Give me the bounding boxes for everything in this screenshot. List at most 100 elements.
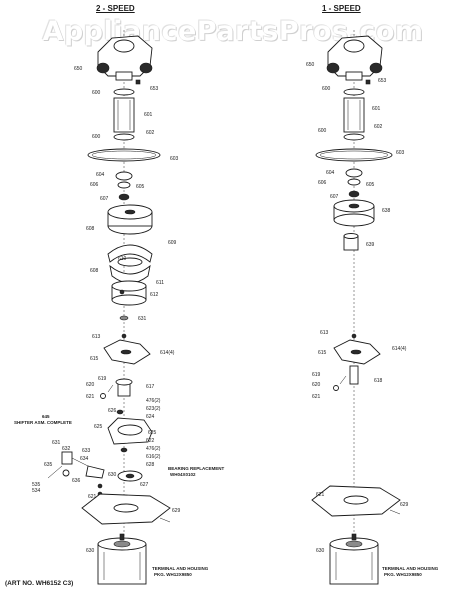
left-clutch-drum-608 (107, 204, 153, 235)
callout-606: 606 (90, 182, 99, 188)
left-belt-603 (87, 148, 161, 162)
callout-626: 626 (108, 408, 117, 414)
callout-603: 603 (170, 156, 179, 162)
callout-602: 602 (146, 130, 155, 136)
callout-617: 617 (146, 384, 155, 390)
callout-631: 631 (138, 316, 147, 322)
callout-621: 621 (316, 492, 325, 498)
right-part-653 (365, 79, 371, 85)
art-number: (ART NO. WH6152 C3) (5, 580, 74, 587)
left-pump-head (96, 35, 153, 81)
right-shaft-618 (333, 365, 359, 391)
left-part-631 (119, 315, 129, 321)
callout-630: 630 (86, 548, 95, 554)
callout-623: 623(2) (146, 406, 161, 412)
callout-620: 620 (312, 382, 321, 388)
callout-600: 600 (92, 134, 101, 140)
callout-630: 630 (316, 548, 325, 554)
callout-620: 620 (86, 382, 95, 388)
callout-621: 621 (88, 494, 97, 500)
right-tube-601 (343, 97, 365, 133)
callout-611: 611 (156, 280, 164, 286)
callout-600: 600 (322, 86, 331, 92)
left-tube-601 (113, 97, 135, 133)
callout-624: 624 (146, 414, 155, 420)
header-two-speed: 2 - SPEED (96, 4, 135, 13)
header-one-speed: 1 - SPEED (322, 4, 361, 13)
callout-621: 621 (86, 394, 95, 400)
callout-632: 632 (62, 446, 71, 452)
callout-476: 476(2) (146, 446, 161, 452)
left-shifter-asm-645 (47, 451, 105, 479)
callout-629: 629 (400, 502, 409, 508)
callout-638: 638 (382, 208, 391, 214)
callout-606: 606 (318, 180, 327, 186)
callout-614: 614(4) (160, 350, 175, 356)
callout-621: 621 (312, 394, 321, 400)
callout-653: 653 (150, 86, 159, 92)
right-drum-638 (333, 199, 375, 227)
right-spacer-639 (343, 233, 359, 251)
left-brake-assembly-609 (107, 244, 153, 284)
callout-610: 610 (118, 256, 127, 262)
callout-625: 625 (94, 424, 103, 430)
callout-601: 601 (144, 112, 153, 118)
callout-613: 613 (320, 330, 329, 336)
callout-615: 615 (90, 356, 99, 362)
callout-650: 650 (306, 62, 315, 68)
left-pulley-604 (115, 171, 133, 201)
left-transmission-625 (107, 409, 153, 453)
right-seal-600b (343, 133, 365, 141)
callout-609: 609 (168, 240, 177, 246)
callout-604: 604 (96, 172, 105, 178)
callout-607: 607 (330, 194, 339, 200)
right-pump-head (326, 35, 383, 81)
callout-603: 603 (396, 150, 405, 156)
callout-476: 476(2) (146, 398, 161, 404)
callout-535: 535 (32, 482, 41, 488)
callout-627: 627 (140, 482, 149, 488)
callout-622: 622 (146, 438, 155, 444)
terminal-pkg-right: PKG. WH12X9850 (384, 572, 422, 577)
callout-619: 619 (98, 376, 107, 382)
terminal-note-left: TERMINAL AND HOUSING (152, 566, 209, 571)
left-motor-630 (97, 533, 147, 585)
callout-605: 605 (366, 182, 375, 188)
terminal-note-right: TERMINAL AND HOUSING (382, 566, 439, 571)
left-gear-mount-615 (103, 333, 151, 365)
left-seal-600b (113, 133, 135, 141)
left-clutch-hub-612 (111, 280, 147, 306)
terminal-pkg-left: PKG. WH12X9850 (154, 572, 192, 577)
callout-629: 629 (172, 508, 181, 514)
callout-650: 650 (74, 66, 83, 72)
left-bearing-628 (97, 470, 143, 497)
callout-614: 614(4) (392, 346, 407, 352)
callout-608: 608 (86, 226, 95, 232)
callout-633: 633 (82, 448, 91, 454)
callout-618: 618 (374, 378, 383, 384)
callout-616: 616(2) (146, 454, 161, 460)
shifter-code: 645 (42, 414, 50, 419)
callout-534: 534 (32, 488, 41, 494)
callout-653: 653 (378, 78, 387, 84)
left-part-653 (135, 79, 141, 85)
callout-619: 619 (312, 372, 321, 378)
callout-601: 601 (372, 106, 381, 112)
callout-639: 639 (366, 242, 375, 248)
callout-631: 631 (52, 440, 61, 446)
callout-604: 604 (326, 170, 335, 176)
callout-613: 613 (92, 334, 101, 340)
right-belt-603 (315, 148, 393, 162)
callout-605: 605 (136, 184, 145, 190)
callout-630: 630 (108, 472, 117, 478)
shifter-note: SHIFTER ASM. COMPLETE (14, 420, 72, 425)
right-motor-mount-629 (311, 485, 401, 517)
callout-634: 634 (80, 456, 89, 462)
left-clutch-spring-617 (100, 378, 133, 399)
callout-600: 600 (92, 90, 101, 96)
right-pulley-604 (345, 168, 363, 198)
callout-602: 602 (374, 124, 383, 130)
right-gear-mount-615 (333, 333, 381, 365)
